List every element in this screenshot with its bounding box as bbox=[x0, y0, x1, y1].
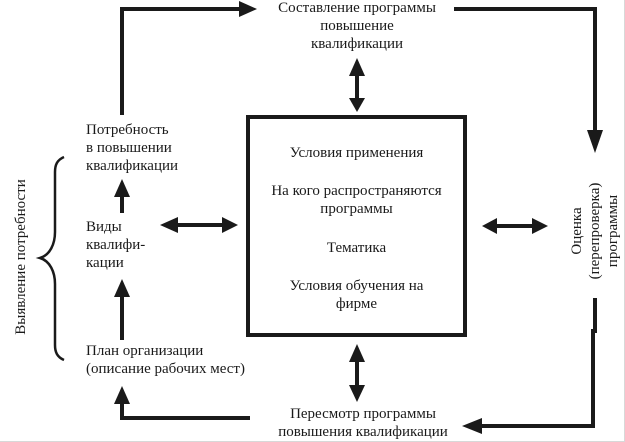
node-types-line-1: Виды bbox=[86, 219, 122, 235]
central-item-training-conditions-line-1: Условия обучения на bbox=[289, 278, 424, 294]
arrowhead-orgplan bbox=[114, 386, 130, 404]
edge-evaluation-to-review bbox=[480, 298, 597, 428]
central-item-topics-text: Тематика bbox=[326, 240, 387, 256]
central-item-audience-line-1: На кого распространяются bbox=[271, 183, 442, 199]
central-item-training-conditions-line-2: фирме bbox=[335, 296, 378, 312]
arrowhead-up-compose-central bbox=[349, 58, 365, 76]
arrowhead-up-central-review bbox=[349, 344, 365, 362]
node-evaluation-line-2: (перепроверка) bbox=[587, 182, 603, 280]
node-org-plan-line-1: План организации bbox=[86, 343, 204, 359]
node-org-plan-line-2: (описание рабочих мест) bbox=[86, 361, 245, 377]
arrowhead-evaluation bbox=[587, 130, 603, 153]
curly-brace bbox=[35, 155, 65, 362]
node-types-line-2: квалифи- bbox=[86, 237, 146, 253]
node-review-program-line-2: повышения квалификации bbox=[278, 424, 448, 440]
edge-compose-to-evaluation bbox=[454, 7, 597, 132]
central-item-topics: Тематика bbox=[250, 239, 463, 257]
edge-review-to-orgplan bbox=[120, 404, 250, 420]
arrowhead-need bbox=[114, 179, 130, 197]
central-item-audience-line-2: программы bbox=[320, 201, 393, 217]
arrowhead-left-types-central bbox=[160, 217, 178, 233]
node-review-program: Пересмотр программы повышения квалификац… bbox=[258, 405, 468, 441]
central-item-application-conditions: Условия применения bbox=[250, 144, 463, 162]
node-evaluation-line-1: Оценка bbox=[569, 207, 585, 255]
node-need: Потребность в повышении квалификации bbox=[86, 121, 178, 175]
arrowhead-review bbox=[462, 418, 482, 434]
central-box: Условия применения На кого распространяю… bbox=[246, 115, 467, 337]
arrowhead-compose bbox=[239, 1, 257, 17]
node-compose-program: Составление программы повышение квалифик… bbox=[254, 0, 460, 53]
arrowhead-down-compose-central bbox=[349, 98, 365, 112]
node-evaluation: Оценка (перепроверка) программы bbox=[568, 156, 622, 306]
node-evaluation-line-3: программы bbox=[605, 194, 621, 268]
edge-need-to-compose bbox=[120, 7, 240, 115]
arrowhead-right-types-central bbox=[222, 217, 238, 233]
node-types-line-3: кации bbox=[86, 255, 124, 271]
node-compose-program-line-1: Составление программы bbox=[278, 0, 436, 16]
node-compose-program-line-3: квалификации bbox=[310, 36, 404, 52]
central-item-application-conditions-text: Условия применения bbox=[289, 145, 424, 161]
arrowhead-down-central-review bbox=[349, 385, 365, 402]
label-needs-identification: Выявление потребности bbox=[12, 157, 32, 357]
arrowhead-right-central-evaluation bbox=[532, 218, 548, 234]
node-need-line-3: квалификации bbox=[86, 158, 179, 174]
node-need-line-2: в повышении bbox=[86, 140, 172, 156]
label-needs-identification-text: Выявление потребности bbox=[13, 179, 29, 335]
node-types: Виды квалифи- кации bbox=[86, 218, 145, 272]
node-need-line-1: Потребность bbox=[86, 122, 169, 138]
arrowhead-left-central-evaluation bbox=[482, 218, 497, 234]
arrowhead-types bbox=[114, 279, 130, 297]
node-review-program-line-1: Пересмотр программы bbox=[290, 406, 436, 422]
node-compose-program-line-2: повышение bbox=[320, 18, 394, 34]
node-org-plan: План организации (описание рабочих мест) bbox=[86, 342, 245, 378]
central-item-training-conditions: Условия обучения на фирме bbox=[250, 277, 463, 313]
central-item-audience: На кого распространяются программы bbox=[250, 182, 463, 218]
